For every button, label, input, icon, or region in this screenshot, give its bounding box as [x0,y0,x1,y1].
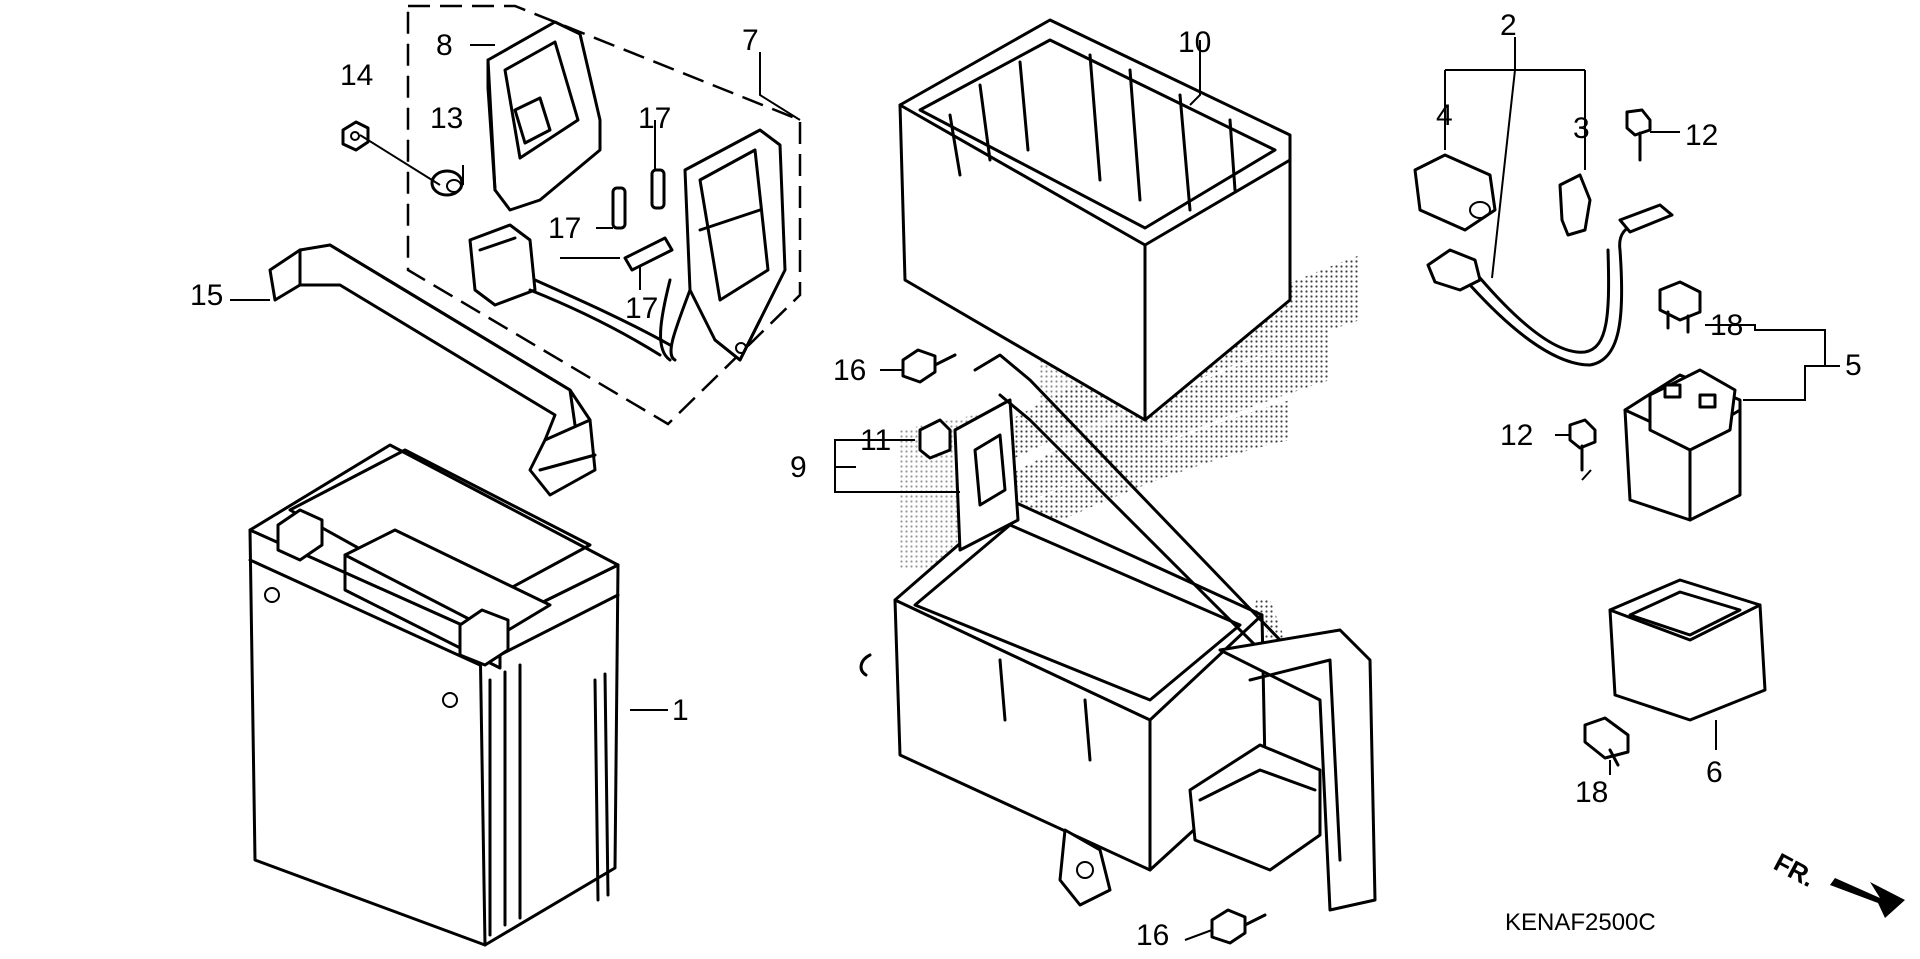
fuse-box-cover [486,20,602,212]
bolt-upper [901,348,957,384]
callout-16-lower: 16 [1136,919,1169,952]
callout-18-lower: 18 [1575,776,1608,809]
callout-11: 11 [860,424,891,457]
battery [248,443,620,947]
callout-16-upper: 16 [833,354,866,387]
battery-band [268,243,597,497]
starter-relay [1623,368,1742,522]
fuse-upper [1658,280,1702,334]
screw-upper [1625,108,1652,162]
callout-13: 13 [430,102,463,135]
terminal-boot [1558,173,1592,237]
callout-1: 1 [672,694,689,727]
nut [341,120,370,152]
callout-3: 3 [1573,112,1590,145]
callout-10: 10 [1178,26,1211,59]
direction-label: FR. [1769,847,1820,893]
callout-4: 4 [1436,99,1453,132]
front-direction-arrow-icon [1830,878,1905,918]
callout-8: 8 [436,29,453,62]
battery-case [898,18,1292,422]
callout-14: 14 [340,59,373,92]
fuse-box [468,128,787,362]
clip [918,418,952,460]
kit-boundary-dashed [406,4,802,426]
drawing-code: KENAF2500C [1505,909,1656,936]
callout-7: 7 [742,24,759,57]
callout-9: 9 [790,451,807,484]
callout-17-bottom: 17 [625,292,658,325]
callout-12-lower: 12 [1500,419,1533,452]
bolt-lower [1210,908,1267,945]
fuses [611,168,674,272]
callouts: 1 2 3 4 5 6 7 8 9 10 11 12 12 13 14 15 1… [190,9,1862,952]
callout-17-top: 17 [638,102,671,135]
battery-cable [1426,203,1674,367]
callout-2: 2 [1500,9,1517,42]
leader-lines [230,37,1840,941]
callout-12-upper: 12 [1685,119,1718,152]
callout-6: 6 [1706,756,1723,789]
screw-lower [1568,418,1597,472]
callout-5: 5 [1845,349,1862,382]
fuse-lower [1583,716,1630,767]
callout-15: 15 [190,279,223,312]
callout-17-left: 17 [548,212,581,245]
relay-cover [1608,578,1767,722]
battery-tray [859,353,1377,912]
callout-18-upper: 18 [1710,309,1743,342]
terminal-cover [1413,153,1497,232]
